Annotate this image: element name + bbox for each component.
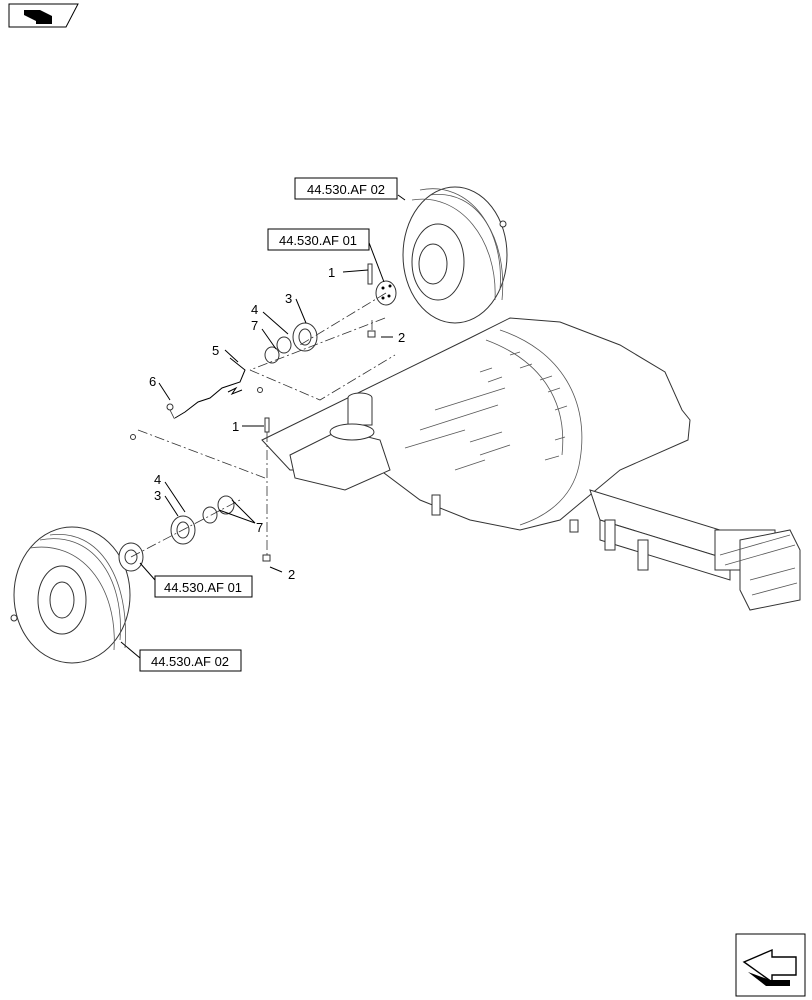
upper-ring-a [276, 336, 292, 354]
lower-bolt [264, 417, 270, 433]
ref-upper-hub[interactable]: 44.530.AF 01 [267, 228, 370, 251]
upper-wheel [402, 186, 508, 324]
brake-line [174, 357, 246, 419]
callout-brake-line: 5 [212, 343, 219, 358]
callout-lower-bolt: 1 [232, 419, 239, 434]
svg-text:44.530.AF 01: 44.530.AF 01 [279, 233, 357, 248]
callout-upper-nut: 2 [398, 330, 405, 345]
upper-nut [367, 330, 376, 338]
fitting [166, 403, 174, 411]
lower-ring-b [217, 495, 235, 515]
callout-upper-ring: 7 [251, 318, 258, 333]
upper-seal [292, 322, 318, 352]
lower-nut [262, 554, 271, 562]
centerlines [130, 292, 396, 558]
callout-upper-bolt: 1 [328, 265, 335, 280]
callout-upper-bearing: 4 [251, 302, 258, 317]
ref-lower-hub[interactable]: 44.530.AF 01 [154, 575, 253, 598]
trailer-frame [261, 317, 801, 611]
next-page-arrow-icon[interactable] [735, 933, 806, 997]
callout-upper-seal: 3 [285, 291, 292, 306]
callout-lower-ring: 7 [256, 520, 263, 535]
ref-upper-tire[interactable]: 44.530.AF 02 [294, 177, 398, 200]
page-book-icon[interactable] [8, 3, 79, 28]
ref-lower-tire[interactable]: 44.530.AF 02 [139, 649, 242, 672]
callout-lower-bearing: 4 [154, 472, 161, 487]
callout-lower-nut: 2 [288, 567, 295, 582]
upper-ring-b [264, 346, 280, 364]
lower-ring-a [202, 506, 218, 524]
callout-fitting: 6 [149, 374, 156, 389]
svg-text:44.530.AF 02: 44.530.AF 02 [151, 654, 229, 669]
lower-wheel [10, 526, 131, 664]
svg-text:44.530.AF 02: 44.530.AF 02 [307, 182, 385, 197]
svg-text:44.530.AF 01: 44.530.AF 01 [164, 580, 242, 595]
leader-lines [120, 194, 406, 659]
upper-bolt [367, 263, 373, 285]
callout-lower-seal: 3 [154, 488, 161, 503]
